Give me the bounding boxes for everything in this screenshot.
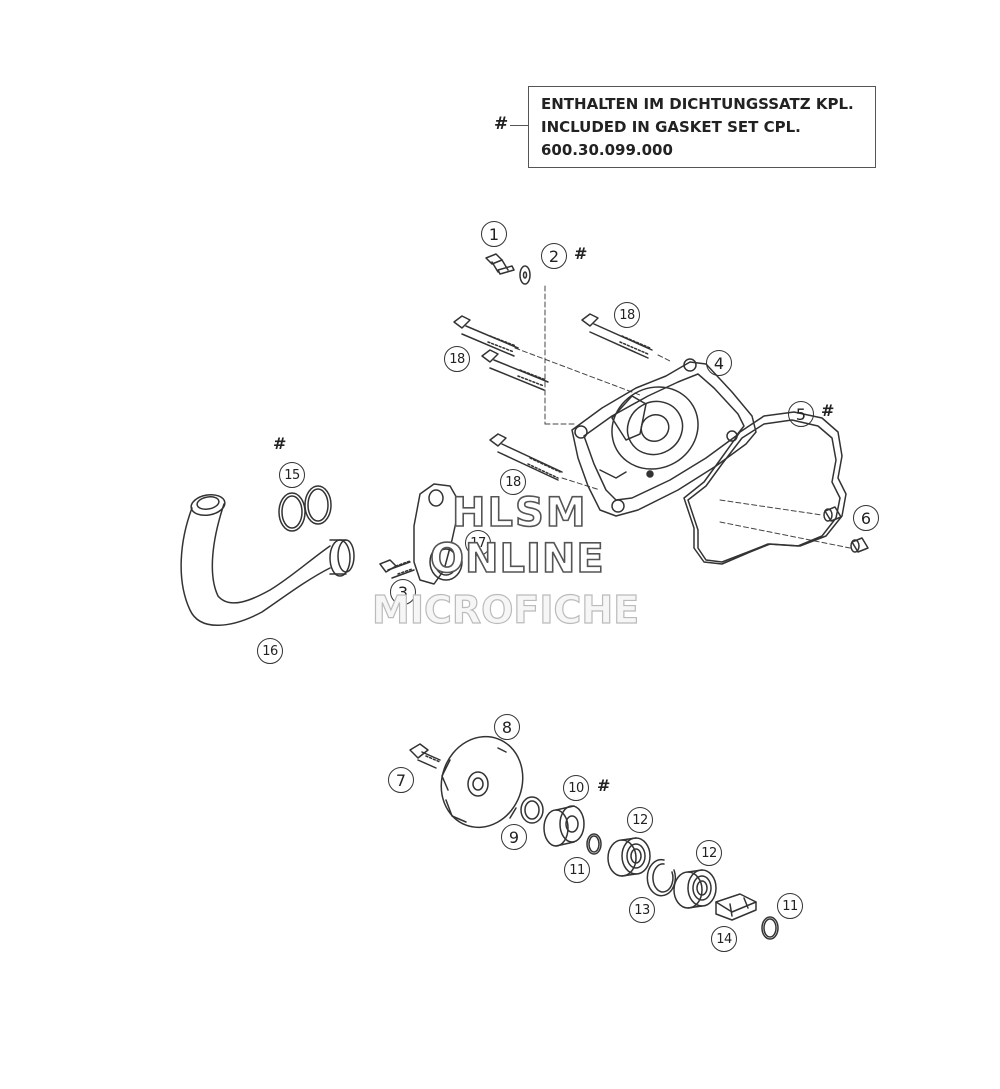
pump-cover-part-4	[571, 358, 757, 517]
callout-10: 10	[563, 775, 589, 801]
callout-2: 2	[541, 243, 567, 269]
callout-1: 1	[481, 221, 507, 247]
callout-13: 13	[629, 897, 655, 923]
coolant-hose-part-16	[180, 493, 355, 626]
dowel-sleeve-part-6	[823, 506, 842, 522]
callout-4: 4	[706, 350, 732, 376]
gasket-set-note-box: ENTHALTEN IM DICHTUNGSSATZ KPL. INCLUDED…	[528, 86, 876, 168]
note-line-english: INCLUDED IN GASKET SET CPL.	[541, 118, 801, 136]
bearing-part-12	[673, 869, 717, 909]
bolt-part-7	[409, 743, 441, 769]
circlip-part-11	[761, 916, 779, 940]
callout-8: 8	[494, 714, 520, 740]
flange-gasket-part-17	[413, 483, 463, 585]
callout-14: 14	[711, 926, 737, 952]
bolt-part-1	[485, 253, 515, 275]
long-screw-part-18	[489, 433, 563, 481]
gasket-set-note-marker: #	[494, 114, 509, 134]
washer-part-2	[519, 265, 531, 285]
long-screw-part-18	[581, 313, 653, 359]
pump-shaft-part-14	[715, 893, 757, 921]
callout-18: 18	[614, 302, 640, 328]
cover-gasket-part-5	[683, 411, 847, 565]
bearing-part-12	[607, 837, 651, 877]
callout-7: 7	[388, 767, 414, 793]
long-screw-part-18	[481, 349, 549, 391]
callout-6: 6	[853, 505, 879, 531]
gasket-set-marker: #	[597, 776, 611, 795]
seal-ring-part-9	[520, 796, 544, 824]
gasket-set-marker: #	[821, 401, 835, 420]
callout-18: 18	[444, 346, 470, 372]
callout-16: 16	[257, 638, 283, 664]
callout-3: 3	[390, 579, 416, 605]
watermark-line-2: ONLINE	[429, 535, 605, 583]
callout-12: 12	[696, 840, 722, 866]
bolt-part-3	[379, 559, 415, 579]
callout-5: 5	[788, 401, 814, 427]
callout-12: 12	[627, 807, 653, 833]
retaining-ring-part-13	[646, 858, 677, 897]
dowel-sleeve-part-6	[850, 537, 869, 553]
note-line-german: ENTHALTEN IM DICHTUNGSSATZ KPL.	[541, 95, 854, 113]
callout-18: 18	[500, 469, 526, 495]
note-line-part-number: 600.30.099.000	[541, 141, 673, 159]
callout-9: 9	[501, 824, 527, 850]
callout-11: 11	[777, 893, 803, 919]
watermark-line-1: HLSM	[451, 489, 588, 537]
callout-15: 15	[279, 462, 305, 488]
o-ring-part-15	[278, 492, 306, 532]
gasket-set-note-leader	[510, 125, 528, 126]
assembly-guide-lines	[514, 285, 851, 549]
long-screw-part-18	[453, 315, 519, 357]
gasket-set-marker: #	[273, 434, 287, 453]
callout-17: 17	[465, 530, 491, 556]
shaft-seal-part-10	[543, 805, 585, 847]
circlip-part-11	[586, 833, 602, 855]
gasket-set-marker: #	[574, 244, 588, 263]
o-ring-part-15	[304, 485, 332, 525]
callout-11: 11	[564, 857, 590, 883]
impeller-part-8	[440, 735, 524, 829]
watermark-line-3: MICROFICHE	[371, 587, 640, 632]
